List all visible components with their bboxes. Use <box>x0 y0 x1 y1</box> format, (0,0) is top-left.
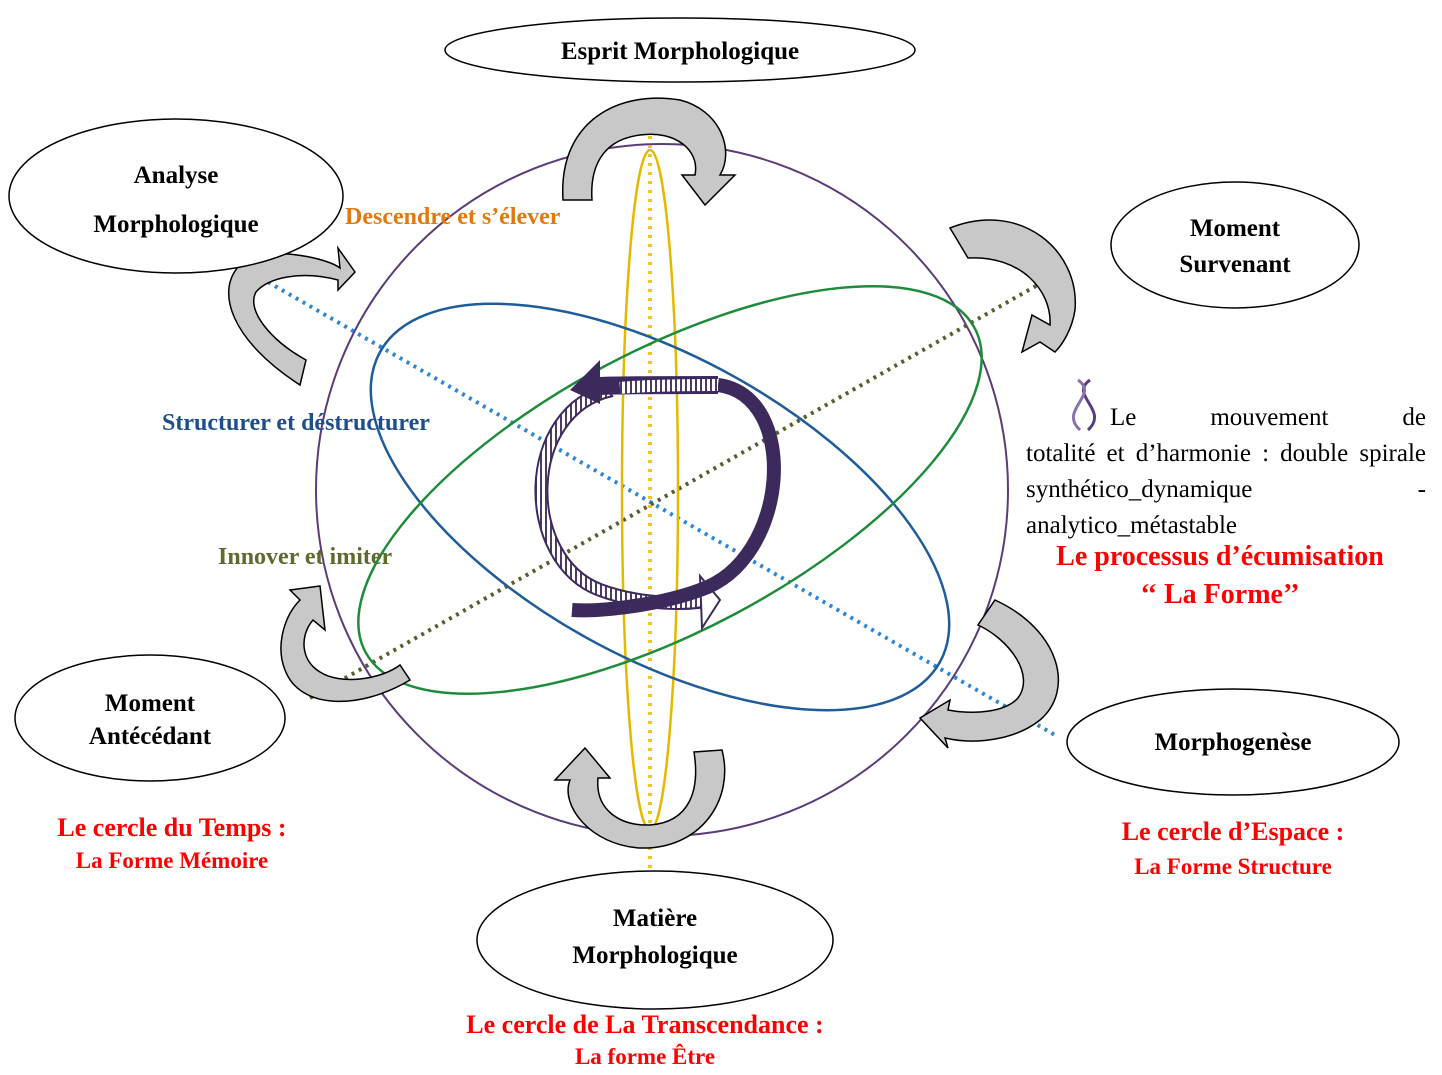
green-ring <box>357 285 983 695</box>
sphere-circle <box>315 143 1009 837</box>
arrow-antecedant <box>280 585 412 703</box>
process-title: Le processus d’écumisation ‘‘ La Forme’’ <box>1010 538 1430 614</box>
axis-label-blue: Structurer et déstructurer <box>162 410 430 436</box>
circle-espace-subtitle: La Forme Structure <box>1134 854 1332 879</box>
node-matiere-label-1: Matière <box>613 905 697 932</box>
node-survenant-label-1: Moment <box>1190 215 1281 242</box>
node-survenant-shape <box>1110 181 1360 309</box>
circle-transcendance-title: Le cercle de La Transcendance : <box>466 1010 823 1039</box>
node-matiere-label-2: Morphologique <box>572 942 737 969</box>
description-word-2: mouvement <box>1210 404 1329 431</box>
description-rest: totalité et d’harmonie : double spirale … <box>1026 440 1426 539</box>
node-analyse-shape <box>8 118 344 274</box>
node-survenant-label-2: Survenant <box>1179 251 1291 278</box>
node-antecedant-label-2: Antécédant <box>89 723 212 750</box>
process-subtitle-line: ‘‘ La Forme’’ <box>1140 579 1300 610</box>
arrow-top <box>562 97 737 207</box>
green-axis <box>309 276 1051 700</box>
circle-temps-subtitle: La Forme Mémoire <box>76 848 268 873</box>
arrow-analyse <box>227 245 356 387</box>
node-analyse-label-2: Morphologique <box>93 211 258 238</box>
description-word-1: Le <box>1110 404 1137 431</box>
node-morphogenese-label: Morphogenèse <box>1155 729 1312 756</box>
node-matiere-shape <box>476 870 834 1010</box>
node-esprit-label: Esprit Morphologique <box>561 38 799 65</box>
blue-ring <box>369 302 951 712</box>
axis-label-vertical: Descendre et s’élever <box>345 204 561 230</box>
arrow-bottom <box>553 746 726 849</box>
circle-transcendance-subtitle: La forme Être <box>575 1043 715 1069</box>
node-antecedant-label-1: Moment <box>105 690 196 717</box>
description-text: Le mouvement de totalité et d’harmonie :… <box>1026 400 1426 544</box>
double-spiral <box>534 360 781 632</box>
double-spiral-icon <box>1072 378 1096 432</box>
process-title-line: Le processus d’écumisation <box>1056 541 1384 572</box>
arrow-survenant <box>948 219 1076 354</box>
axis-label-green: Innover et imiter <box>218 544 393 570</box>
description-word-3: de <box>1402 404 1426 431</box>
circle-temps-title: Le cercle du Temps : <box>57 813 286 842</box>
node-antecedant-shape <box>14 654 286 782</box>
circle-espace-title: Le cercle d’Espace : <box>1122 817 1345 846</box>
arrow-morphogenese <box>918 599 1060 749</box>
node-analyse-label-1: Analyse <box>134 162 219 189</box>
node-morphogenese-shape <box>1066 688 1400 796</box>
node-esprit-shape <box>444 17 916 83</box>
